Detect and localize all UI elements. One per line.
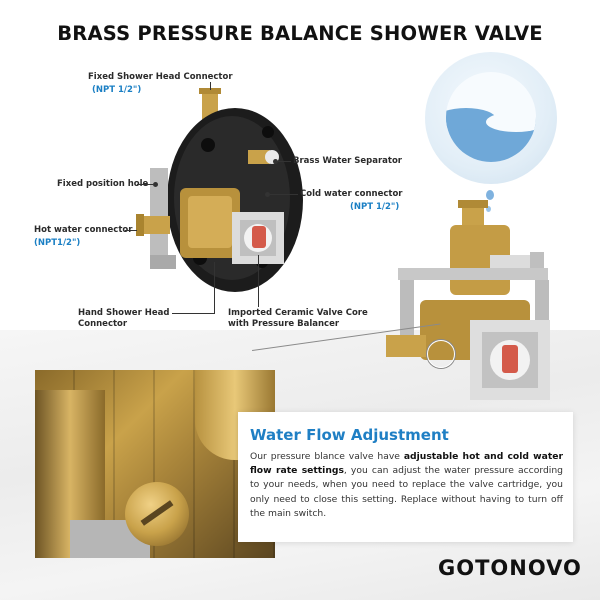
callout-line (214, 262, 215, 314)
fixed-shower-head-label: Fixed Shower Head Connector (88, 72, 233, 82)
callout-dot (265, 192, 270, 197)
callout-line (137, 184, 153, 185)
info-text: Our pressure blance valve have adjustabl… (250, 451, 563, 519)
callout-line (172, 313, 214, 314)
cold-water-spec: (NPT 1/2") (350, 202, 400, 212)
hand-shower-label: Hand Shower Head Connector (78, 308, 170, 329)
hot-water-spec: (NPT1/2") (34, 238, 81, 248)
callout-line (258, 255, 259, 307)
callout-dot (273, 159, 278, 164)
ceramic-core-label: Imported Ceramic Valve Core with Pressur… (228, 308, 368, 329)
water-level-graphic (446, 72, 536, 162)
brand-logo: GOTONOVO (438, 556, 582, 580)
fixed-shower-head-spec: (NPT 1/2") (92, 85, 142, 95)
callout-dot (153, 182, 158, 187)
callout-line (268, 194, 298, 195)
water-flow-info-panel: Water Flow Adjustment Our pressure blanc… (238, 412, 573, 542)
hot-water-label: Hot water connector (34, 225, 133, 235)
callout-line (276, 161, 291, 162)
water-drip-icon (486, 206, 491, 212)
info-heading: Water Flow Adjustment (250, 426, 449, 444)
callout-line (125, 230, 137, 231)
callout-line (210, 82, 211, 90)
brass-separator-label: Brass Water Separator (293, 156, 403, 166)
fixed-position-hole-label: Fixed position hole (57, 179, 149, 189)
cold-water-label: Cold water connector (300, 189, 403, 199)
adjustment-screw-marker (427, 340, 455, 368)
page-title: BRASS PRESSURE BALANCE SHOWER VALVE (57, 22, 543, 45)
water-drip-icon (486, 190, 494, 200)
